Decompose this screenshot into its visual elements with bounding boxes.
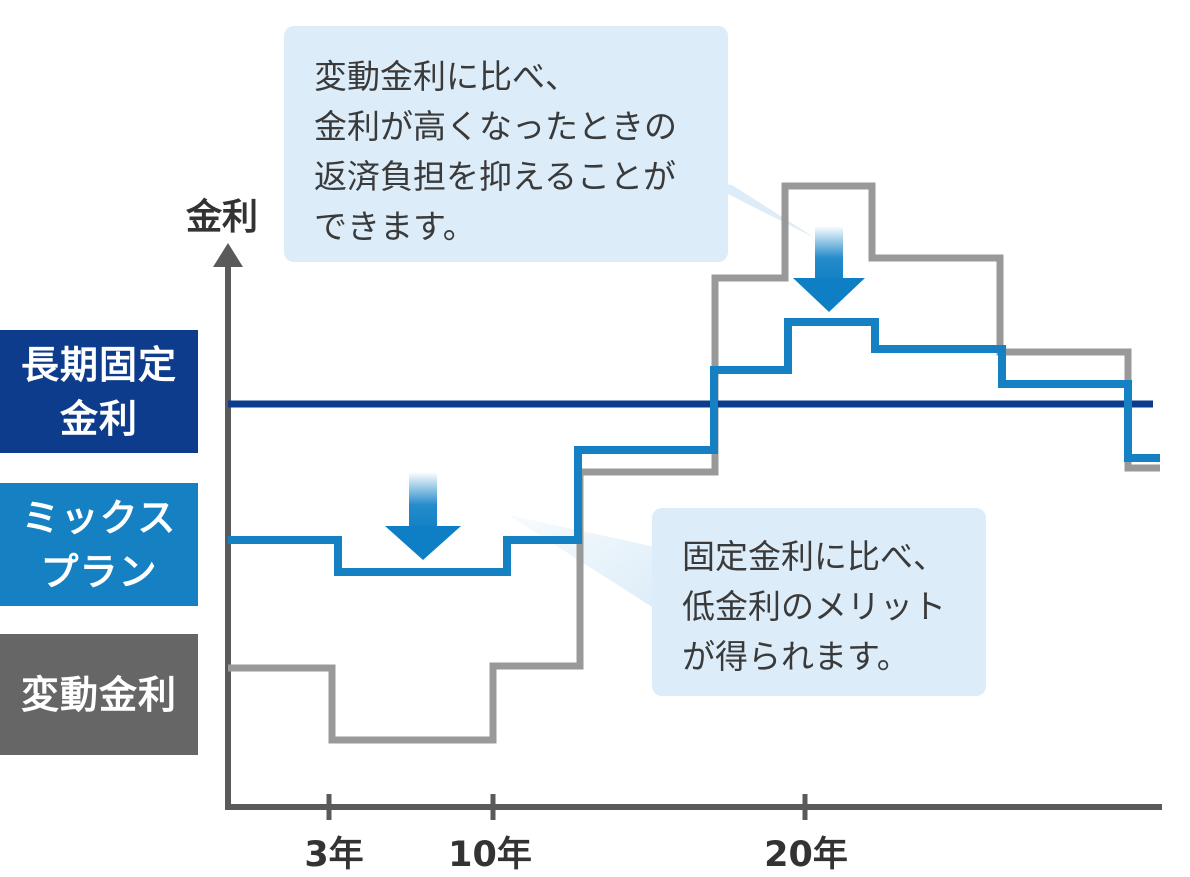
callout-top: 変動金利に比べ、 金利が高くなったときの 返済負担を抑えることが できます。 <box>284 26 728 262</box>
callout-bottom: 固定金利に比べ、 低金利のメリット が得られます。 <box>652 508 986 696</box>
legend-label-line: 変動金利 <box>20 672 177 717</box>
callout-line: できます。 <box>314 207 476 246</box>
legend-label-line: ミックス <box>21 495 177 540</box>
bottom-callout-tail <box>508 515 660 612</box>
legend-label-line: プラン <box>40 549 158 594</box>
callout-line: が得られます。 <box>682 637 910 676</box>
series-variable-rate <box>228 182 1160 744</box>
x-tick-label: 3年 <box>304 835 364 875</box>
callout-line: 低金利のメリット <box>682 587 946 626</box>
series-mix-plan <box>228 318 1160 576</box>
callout-line: 金利が高くなったときの <box>314 107 677 146</box>
arrow-down-icon <box>385 472 461 560</box>
legend-label-line: 長期固定 <box>20 342 177 387</box>
legend-variable-rate: 変動金利 <box>0 634 198 755</box>
y-axis-arrowhead <box>213 243 243 267</box>
y-axis-label: 金利 <box>186 197 259 238</box>
x-tick-label: 10年 <box>448 835 532 875</box>
callout-line: 固定金利に比べ、 <box>682 537 946 576</box>
arrow-down-icon <box>793 226 865 312</box>
callout-line: 返済負担を抑えることが <box>314 157 677 196</box>
x-tick-label: 20年 <box>764 835 848 875</box>
legend-label-line: 金利 <box>59 396 138 441</box>
legend-long-term-fixed: 長期固定 金利 <box>0 330 198 453</box>
callout-line: 変動金利に比べ、 <box>314 57 578 96</box>
legend-mix-plan: ミックス プラン <box>0 483 198 606</box>
